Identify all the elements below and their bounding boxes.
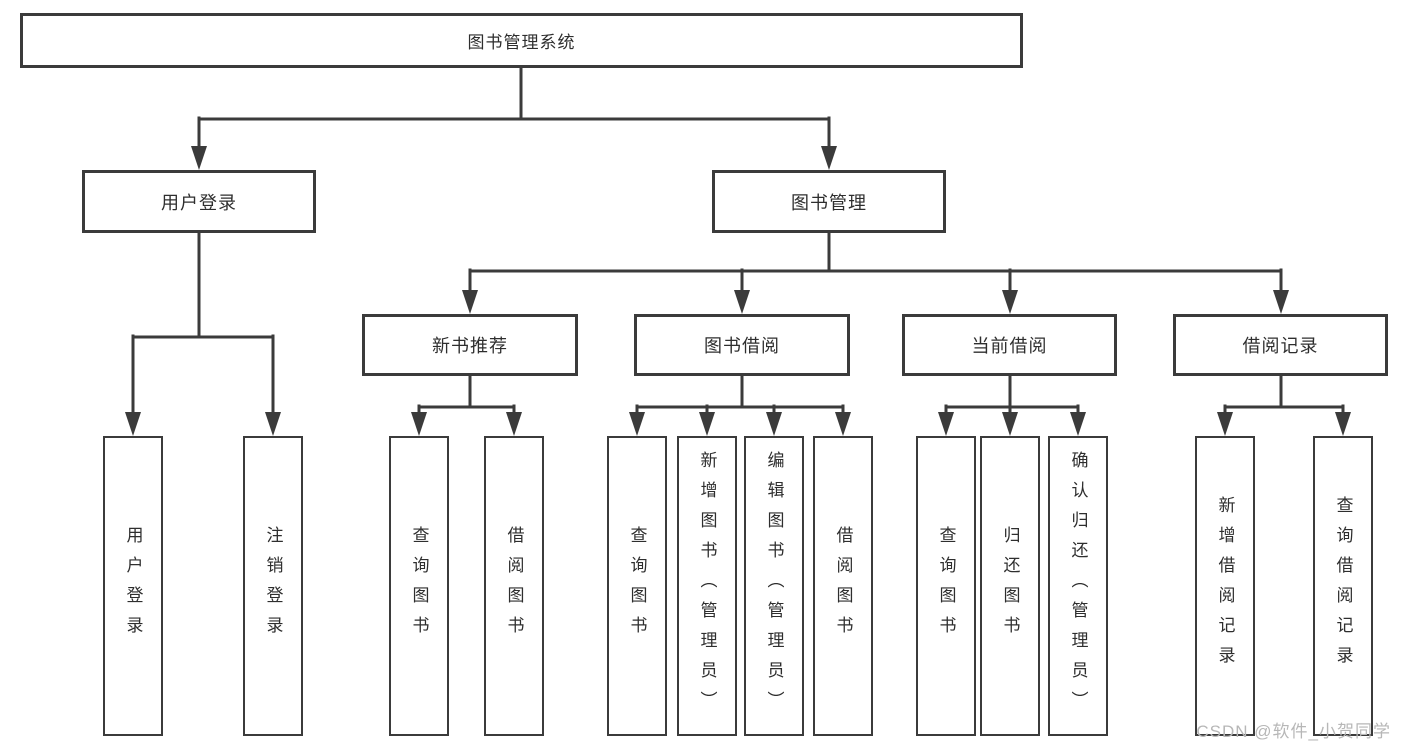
leaf-label: 注销登录 bbox=[263, 526, 283, 646]
leaf-label: 新增借阅记录 bbox=[1215, 496, 1235, 676]
arrowhead bbox=[938, 412, 954, 436]
arrowhead bbox=[835, 412, 851, 436]
node-label: 借阅记录 bbox=[1242, 336, 1319, 356]
node-label: 新书推荐 bbox=[432, 336, 508, 356]
node-current-borrow: 当前借阅 bbox=[902, 314, 1117, 376]
node-user-login: 用户登录 bbox=[82, 170, 316, 233]
arrowhead bbox=[506, 412, 522, 436]
csdn-watermark: CSDN @软件_小贺同学 bbox=[1196, 722, 1391, 741]
arrowhead bbox=[265, 412, 281, 436]
arrowhead bbox=[1070, 412, 1086, 436]
leaf-return-book: 归还图书 bbox=[980, 436, 1040, 736]
leaf-add-borrow-record: 新增借阅记录 bbox=[1195, 436, 1255, 736]
node-book-borrow: 图书借阅 bbox=[634, 314, 850, 376]
leaf-label: 确认归还（管理员） bbox=[1068, 451, 1088, 721]
node-book-management: 图书管理 bbox=[712, 170, 946, 233]
node-label: 用户登录 bbox=[161, 192, 237, 213]
leaf-logout: 注销登录 bbox=[243, 436, 303, 736]
leaf-query-book-current: 查询图书 bbox=[916, 436, 976, 736]
node-label: 当前借阅 bbox=[971, 336, 1048, 356]
arrowhead bbox=[1217, 412, 1233, 436]
leaf-label: 用户登录 bbox=[123, 526, 143, 646]
leaf-query-book-recommend: 查询图书 bbox=[389, 436, 449, 736]
arrowhead bbox=[766, 412, 782, 436]
arrowheads bbox=[125, 146, 1351, 436]
connector-borrow-split bbox=[635, 374, 845, 416]
arrowhead bbox=[191, 146, 207, 170]
arrowhead bbox=[125, 412, 141, 436]
leaf-label: 查询图书 bbox=[627, 526, 647, 646]
arrowhead bbox=[629, 412, 645, 436]
node-new-book-recommend: 新书推荐 bbox=[362, 314, 578, 376]
arrowhead bbox=[699, 412, 715, 436]
leaf-borrow-book-recommend: 借阅图书 bbox=[484, 436, 544, 736]
leaf-label: 归还图书 bbox=[1000, 526, 1020, 646]
arrowhead bbox=[411, 412, 427, 436]
node-borrow-records: 借阅记录 bbox=[1173, 314, 1388, 376]
node-root-library-system: 图书管理系统 bbox=[20, 13, 1023, 68]
leaf-label: 借阅图书 bbox=[833, 526, 853, 646]
arrowhead bbox=[1002, 290, 1018, 314]
leaf-label: 查询图书 bbox=[936, 526, 956, 646]
leaf-label: 编辑图书（管理员） bbox=[764, 451, 784, 721]
connector-login-split bbox=[131, 231, 275, 416]
node-label: 图书借阅 bbox=[704, 336, 780, 356]
arrowhead bbox=[821, 146, 837, 170]
leaf-label: 新增图书（管理员） bbox=[697, 451, 717, 721]
connector-mgmt-split bbox=[468, 231, 1283, 294]
leaf-label: 借阅图书 bbox=[504, 526, 524, 646]
node-label: 图书管理系统 bbox=[467, 33, 576, 52]
arrowhead bbox=[734, 290, 750, 314]
leaf-label: 查询图书 bbox=[409, 526, 429, 646]
leaf-query-borrow-record: 查询借阅记录 bbox=[1313, 436, 1373, 736]
leaf-edit-book-admin: 编辑图书（管理员） bbox=[744, 436, 804, 736]
connector-newrec-split bbox=[417, 374, 516, 416]
leaf-add-book-admin: 新增图书（管理员） bbox=[677, 436, 737, 736]
connector-records-split bbox=[1223, 374, 1345, 416]
leaf-user-login: 用户登录 bbox=[103, 436, 163, 736]
arrowhead bbox=[1335, 412, 1351, 436]
arrowhead bbox=[1002, 412, 1018, 436]
connector-current-split bbox=[944, 374, 1080, 416]
leaf-label: 查询借阅记录 bbox=[1333, 496, 1353, 676]
leaf-query-book-borrow: 查询图书 bbox=[607, 436, 667, 736]
node-label: 图书管理 bbox=[791, 192, 867, 213]
arrowhead bbox=[1273, 290, 1289, 314]
arrowhead bbox=[462, 290, 478, 314]
connector-root-split bbox=[197, 66, 831, 150]
leaf-borrow-book: 借阅图书 bbox=[813, 436, 873, 736]
leaf-confirm-return-admin: 确认归还（管理员） bbox=[1048, 436, 1108, 736]
